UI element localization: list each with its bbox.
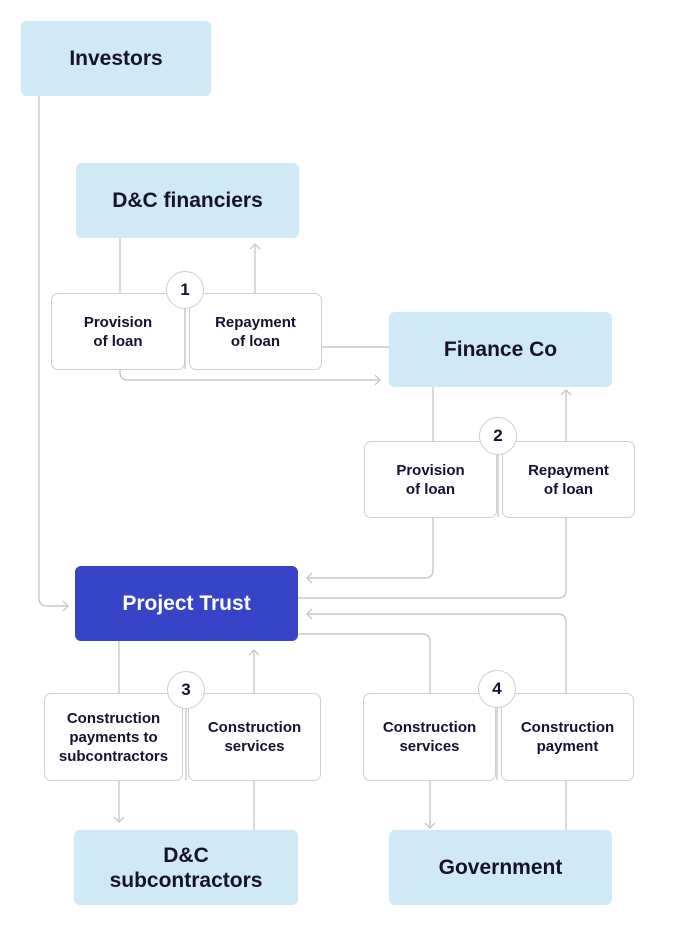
entity-label: Project Trust (122, 592, 251, 615)
flow-label: Construction payments to subcontractors (58, 709, 169, 765)
entity-investors: Investors (21, 21, 211, 96)
entity-label: D&C financiers (112, 189, 263, 212)
step-number: 4 (492, 679, 502, 698)
entity-label: Finance Co (443, 338, 558, 361)
arrowhead (113, 816, 125, 823)
arrowhead (424, 822, 436, 829)
arrowhead (374, 374, 381, 386)
arrowhead (62, 600, 69, 612)
arrowhead (248, 649, 260, 656)
flow-construction-services-3: Construction services (188, 693, 321, 781)
arrowhead (249, 243, 261, 250)
connector-project-trust-to-repayment2 (298, 517, 567, 599)
entity-dc-subcontractors: D&C subcontractors (74, 830, 298, 905)
flow-provision-of-loan-1: Provision of loan (51, 293, 185, 370)
flow-provision-of-loan-2: Provision of loan (364, 441, 497, 518)
flow-label: Repayment of loan (528, 461, 609, 498)
step-badge-3: 3 (167, 671, 205, 709)
flow-construction-payment-4: Construction payment (501, 693, 634, 781)
connector-payment4-to-project-trust (307, 613, 567, 693)
flow-label: Construction services (207, 719, 302, 755)
entity-label: Government (438, 856, 563, 879)
step-badge-1: 1 (166, 271, 204, 309)
entity-label: D&C subcontractors (109, 843, 263, 892)
connector-investors-to-project-trust (38, 96, 68, 607)
flow-label: Construction services (382, 719, 477, 755)
flow-construction-services-4: Construction services (363, 693, 496, 781)
entity-finance-co: Finance Co (389, 312, 612, 387)
step-badge-2: 2 (479, 417, 517, 455)
connector-provision2-to-project-trust (307, 517, 434, 579)
flow-label: Repayment of loan (215, 313, 296, 350)
entity-dc-financiers: D&C financiers (76, 163, 299, 238)
arrowhead (306, 572, 313, 584)
flow-repayment-of-loan-1: Repayment of loan (189, 293, 322, 370)
step-number: 2 (493, 426, 503, 445)
arrowhead (306, 608, 313, 620)
flow-construction-payments-to-subcontractors: Construction payments to subcontractors (44, 693, 183, 781)
step-number: 1 (180, 280, 190, 299)
flow-label: Construction payment (520, 719, 615, 755)
connector-provision1-to-finance-co (119, 369, 380, 381)
connector-project-trust-to-services4 (298, 633, 431, 693)
arrowhead (560, 389, 572, 396)
flow-label: Provision of loan (83, 313, 153, 350)
entity-label: Investors (69, 47, 163, 70)
entity-government: Government (389, 830, 612, 905)
flow-repayment-of-loan-2: Repayment of loan (502, 441, 635, 518)
flow-label: Provision of loan (396, 461, 465, 498)
step-number: 3 (181, 680, 191, 699)
entity-project-trust: Project Trust (75, 566, 298, 641)
step-badge-4: 4 (478, 670, 516, 708)
